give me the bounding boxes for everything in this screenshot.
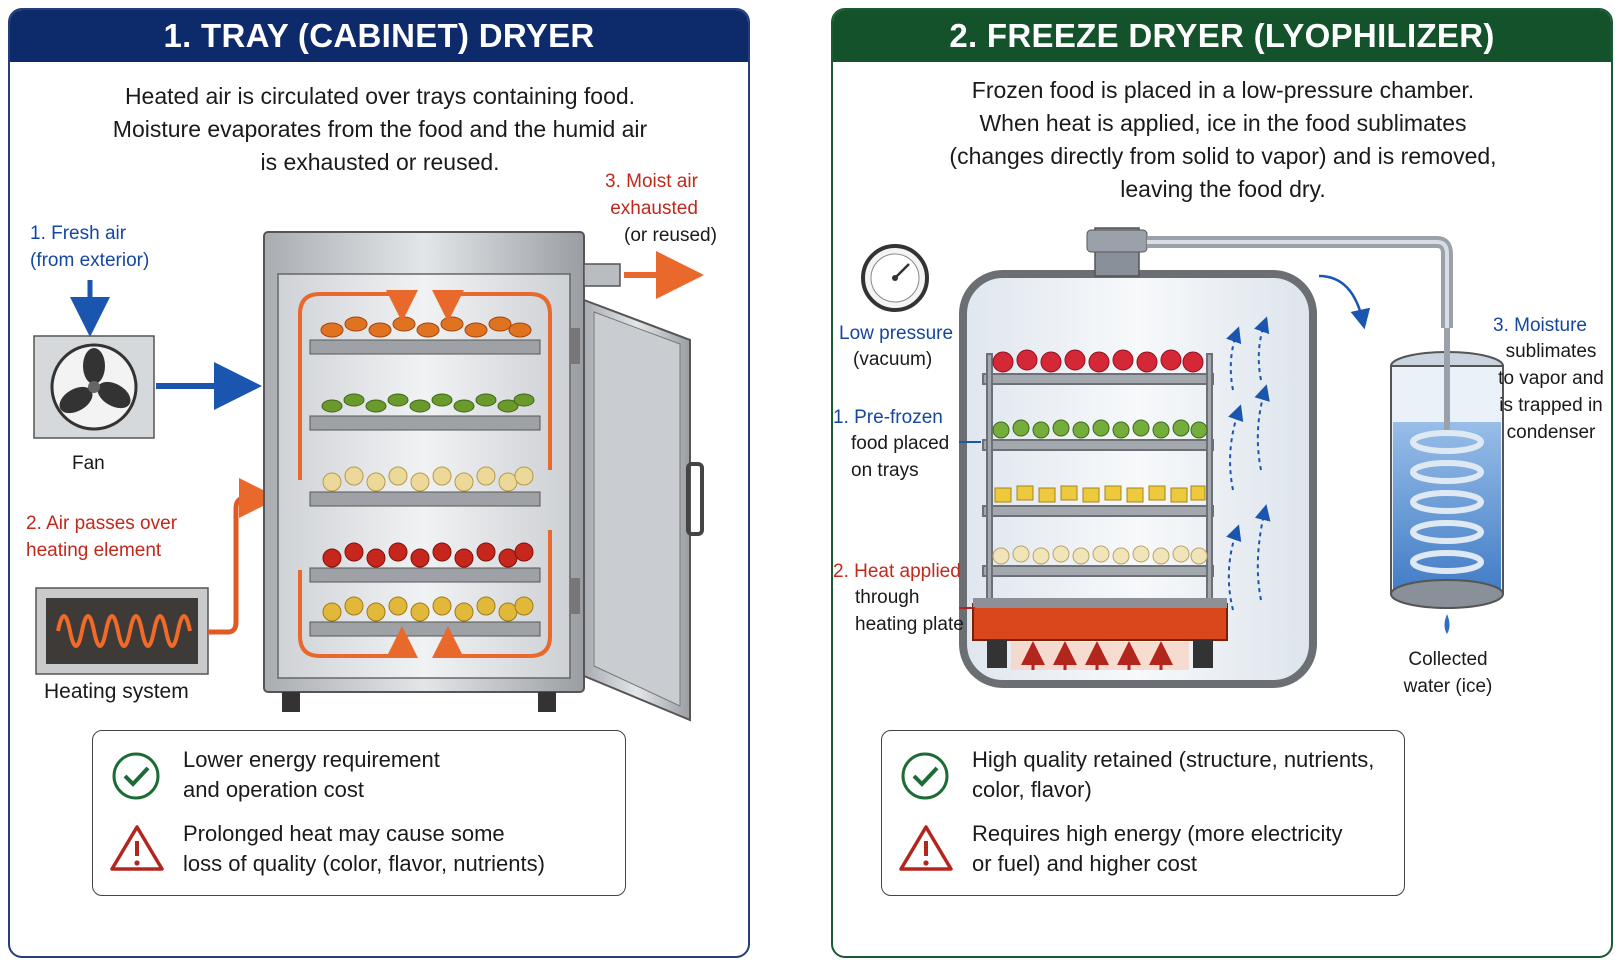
collected-water-label: Collected water (ice) bbox=[1403, 649, 1493, 697]
freeze-dryer-illustration bbox=[861, 227, 1504, 688]
check-icon bbox=[901, 752, 949, 800]
tray-stack bbox=[309, 316, 541, 637]
fan-label: Fan bbox=[72, 453, 105, 474]
low-pressure-sub: (vacuum) bbox=[853, 349, 933, 370]
freeze-dryer-description: Frozen food is placed in a low-pressure … bbox=[949, 77, 1497, 202]
condenser-icon bbox=[1390, 328, 1504, 634]
heating-coil-icon bbox=[35, 587, 209, 675]
tray-dryer-title: 1. TRAY (CABINET) DRYER bbox=[10, 10, 748, 62]
freeze-pro-text: High quality retained (structure, nutrie… bbox=[972, 747, 1375, 802]
freeze-con-text: Requires high energy (more electricity o… bbox=[972, 821, 1343, 876]
fresh-air-label: 1. Fresh air bbox=[30, 223, 127, 244]
tray-pro-text: Lower energy requirement and operation c… bbox=[183, 747, 440, 802]
tray-dryer-panel: 1. TRAY (CABINET) DRYER Heated air is ci… bbox=[8, 8, 750, 958]
warning-icon bbox=[899, 825, 953, 871]
heating-element-label: 2. Air passes over heating element bbox=[26, 513, 178, 561]
prefrozen-sub: food placed on trays bbox=[851, 433, 950, 481]
moisture-sub: sublimates to vapor and is trapped in co… bbox=[1498, 341, 1604, 443]
prefrozen-label: 1. Pre-frozen bbox=[833, 407, 943, 428]
tray-con-text: Prolonged heat may cause some loss of qu… bbox=[183, 821, 545, 876]
heating-system-label: Heating system bbox=[44, 680, 189, 703]
warning-icon bbox=[110, 825, 164, 871]
freeze-dryer-title: 2. FREEZE DRYER (LYOPHILIZER) bbox=[833, 10, 1611, 62]
heat-applied-sub: through heating plate bbox=[855, 587, 964, 635]
fan-icon bbox=[33, 335, 155, 439]
pressure-gauge-icon bbox=[861, 244, 929, 312]
tray-dryer-summary-box: Lower energy requirement and operation c… bbox=[92, 730, 626, 896]
moisture-label: 3. Moisture bbox=[1493, 315, 1587, 336]
freeze-dryer-panel: 2. FREEZE DRYER (LYOPHILIZER) Frozen foo… bbox=[831, 8, 1613, 958]
tray-dryer-description: Heated air is circulated over trays cont… bbox=[112, 83, 648, 175]
exhaust-sub: (or reused) bbox=[624, 225, 717, 246]
tray-dryer-illustration bbox=[33, 231, 704, 722]
check-icon bbox=[112, 752, 160, 800]
heat-applied-label: 2. Heat applied bbox=[833, 561, 961, 582]
freeze-dryer-summary-box: High quality retained (structure, nutrie… bbox=[881, 730, 1405, 896]
low-pressure-label: Low pressure bbox=[839, 323, 954, 344]
fresh-air-sub: (from exterior) bbox=[30, 250, 150, 271]
exhaust-label: 3. Moist air exhausted bbox=[605, 171, 698, 219]
